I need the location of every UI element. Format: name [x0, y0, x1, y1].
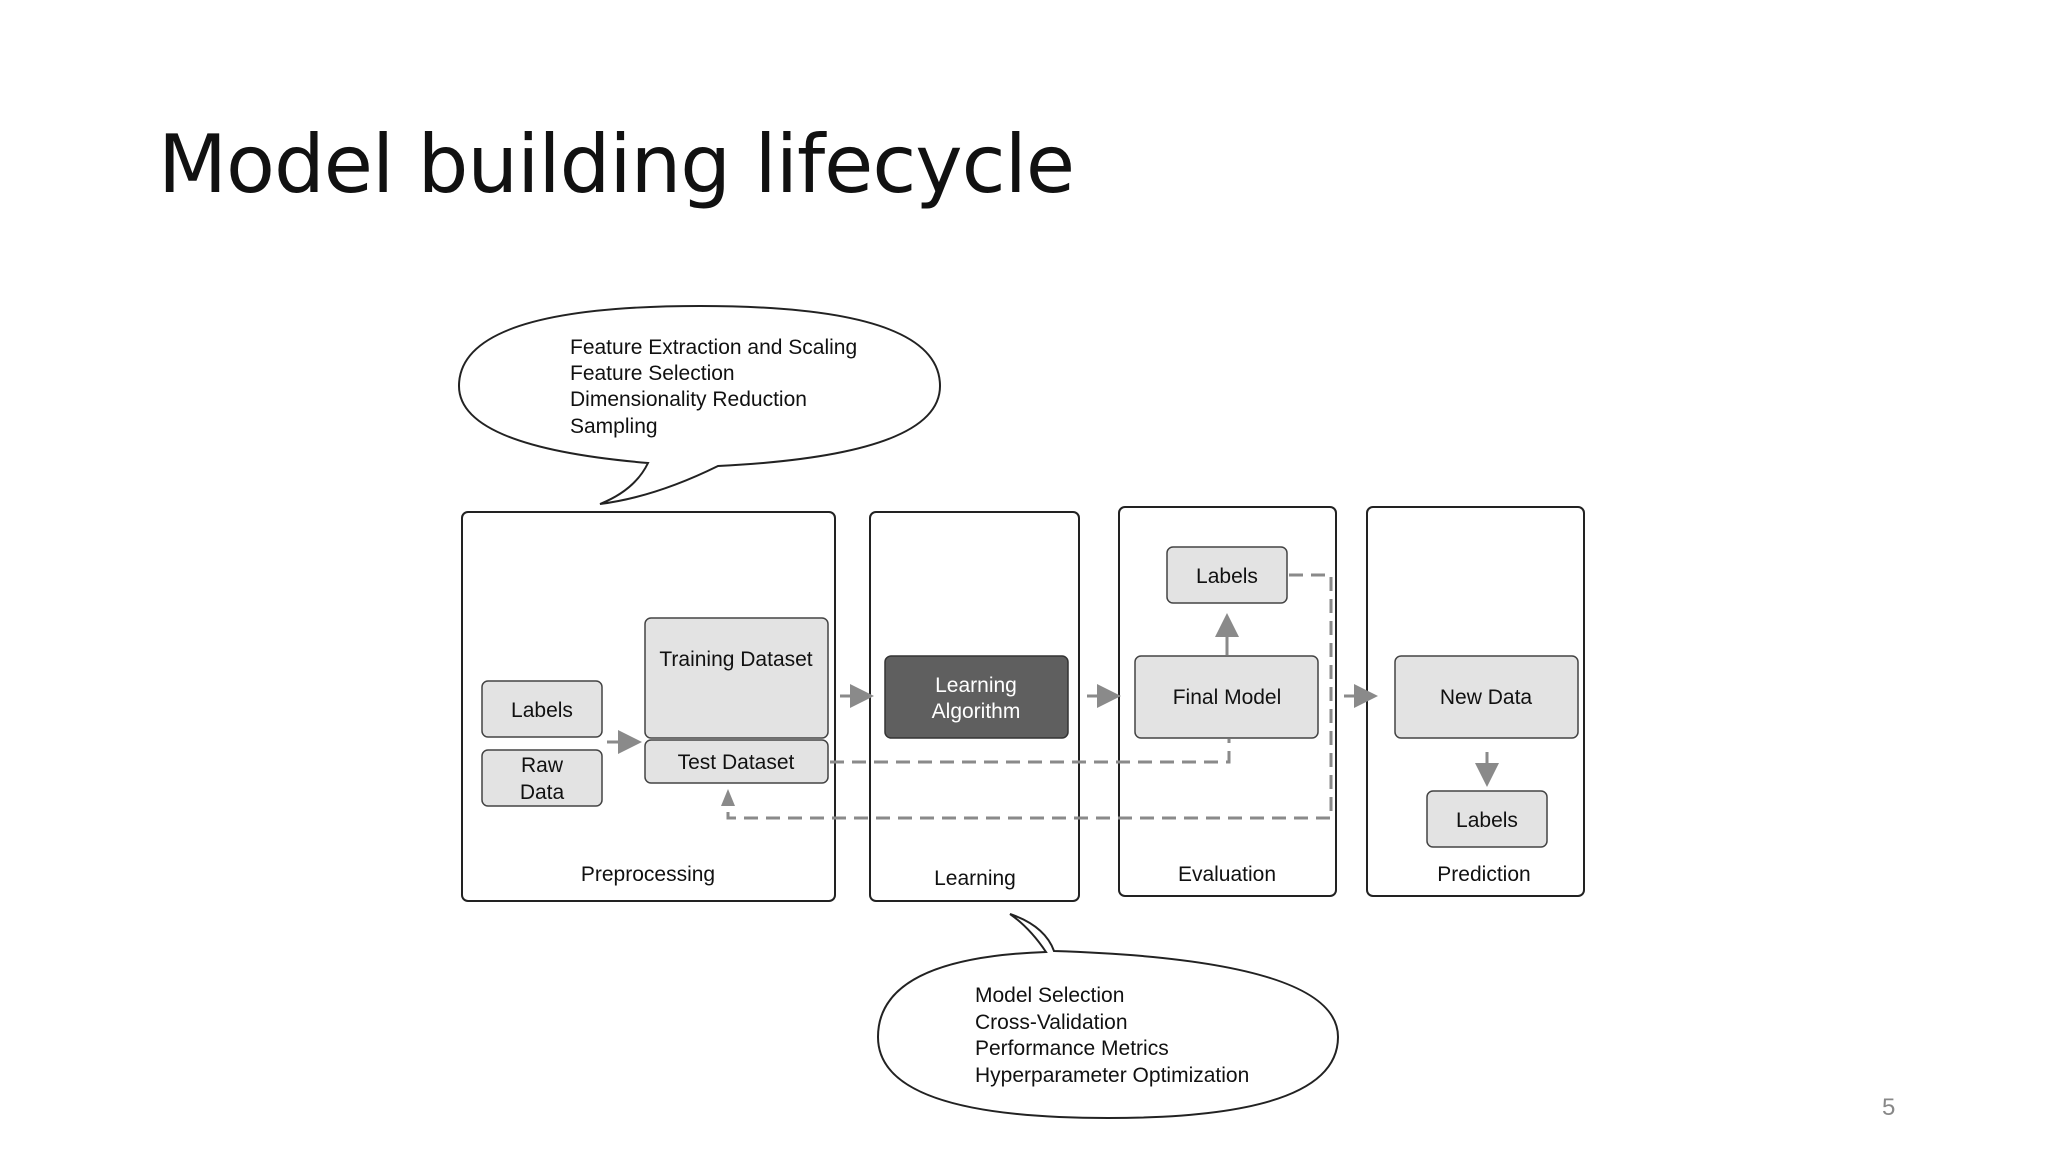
stage-label-preprocessing: Preprocessing	[581, 863, 715, 886]
page-number: 5	[1882, 1094, 1896, 1121]
test-dataset-box-text: Test Dataset	[678, 751, 795, 774]
evaluation-labels-box-text: Labels	[1196, 565, 1258, 588]
final-model-box	[1134, 655, 1319, 739]
stage-label-learning: Learning	[934, 867, 1016, 890]
learning-callout-line-4: Hyperparameter Optimization	[975, 1064, 1249, 1087]
learning-callout-line-3: Performance Metrics	[975, 1037, 1169, 1060]
test-dataset-box	[644, 739, 829, 784]
learning-callout-line-1: Model Selection	[975, 984, 1124, 1007]
learning-algorithm-box-text-line-2: Algorithm	[932, 700, 1021, 723]
raw-data-box-text-line-2: Data	[520, 781, 565, 804]
final-model-box-text: Final Model	[1173, 686, 1282, 709]
learning-algorithm-box-text-line-1: Learning	[935, 674, 1017, 697]
prediction-labels-box-text: Labels	[1456, 809, 1518, 832]
callout-line-1: Feature Extraction and Scaling	[570, 336, 857, 359]
labels-box	[481, 680, 603, 738]
learning-callout-shape	[876, 913, 1340, 1120]
dashed-labels-feedback-to-test	[726, 573, 1333, 820]
stage-label-prediction: Prediction	[1437, 863, 1530, 886]
training-dataset-box-text: Training Dataset	[659, 648, 812, 671]
preprocessing-callout: Feature Extraction and Scaling Feature S…	[457, 304, 942, 505]
learning-callout: Model Selection Cross-Validation Perform…	[876, 913, 1340, 1120]
stage-label-evaluation: Evaluation	[1178, 863, 1276, 886]
raw-data-box-text-line-1: Raw	[521, 754, 564, 777]
learning-callout-line-2: Cross-Validation	[975, 1011, 1128, 1034]
raw-data-box	[481, 749, 603, 807]
evaluation-labels-box	[1166, 546, 1288, 604]
preprocessing-callout-shape	[457, 304, 942, 505]
prediction-labels-box	[1426, 790, 1548, 848]
callout-line-4: Sampling	[570, 415, 658, 438]
learning-algorithm-box	[884, 655, 1069, 739]
new-data-box-text: New Data	[1440, 686, 1533, 709]
training-dataset-box	[644, 617, 829, 739]
callout-line-3: Dimensionality Reduction	[570, 388, 807, 411]
slide-title: Model building lifecycle	[158, 118, 1075, 211]
dashed-feedback-arrowhead	[721, 789, 735, 806]
dashed-test-to-final-model	[830, 739, 1231, 764]
callout-line-2: Feature Selection	[570, 362, 735, 385]
new-data-box	[1394, 655, 1579, 739]
labels-box-text: Labels	[511, 699, 573, 722]
